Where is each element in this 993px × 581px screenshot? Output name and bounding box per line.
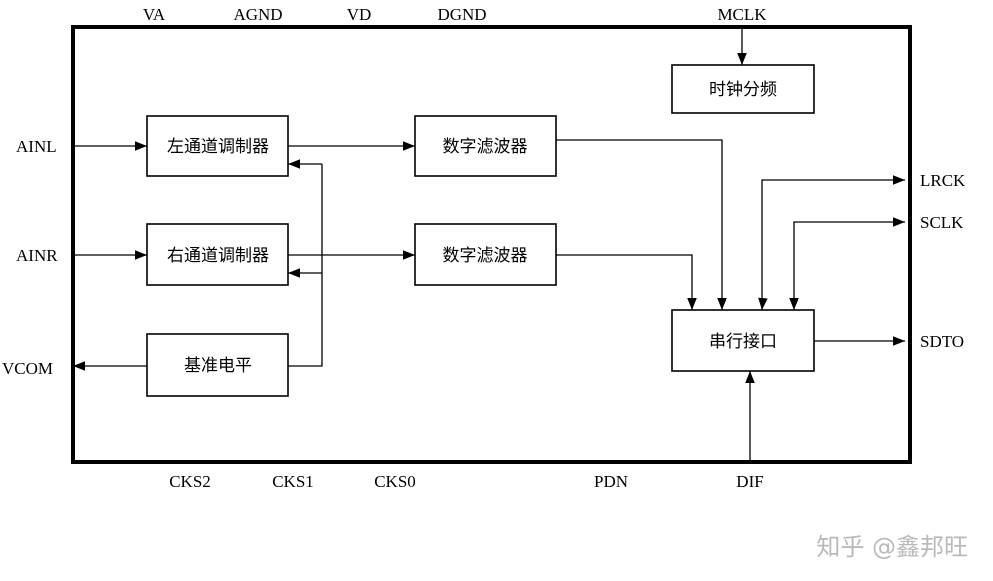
wire-filter-bottom-to-serial: [556, 254, 697, 310]
pin-vcom: VCOM: [2, 359, 53, 378]
pin-vd: VD: [347, 5, 372, 24]
wire-lrck-in: [758, 297, 768, 310]
pin-sclk: SCLK: [920, 213, 964, 232]
pin-dgnd: DGND: [437, 5, 486, 24]
pin-cks1: CKS1: [272, 472, 314, 491]
serial-interface-label: 串行接口: [709, 332, 777, 352]
pin-agnd: AGND: [233, 5, 282, 24]
left-modulator-block: 左通道调制器: [146, 115, 289, 177]
pin-lrck: LRCK: [920, 171, 966, 190]
pin-va: VA: [143, 5, 166, 24]
pin-cks0: CKS0: [374, 472, 416, 491]
chip-outline: [71, 25, 912, 464]
pin-mclk: MCLK: [717, 5, 767, 24]
pin-pdn: PDN: [594, 472, 628, 491]
vref-block: 基准电平: [146, 333, 289, 397]
vref-label: 基准电平: [184, 356, 252, 376]
pin-ainl: AINL: [16, 137, 57, 156]
serial-interface-block: 串行接口: [671, 309, 815, 372]
clock-divider-block: 时钟分频: [671, 64, 815, 114]
wire-vref-feedback: [288, 164, 323, 367]
right-modulator-label: 右通道调制器: [167, 246, 269, 266]
digital-filter-bottom-label: 数字滤波器: [443, 246, 528, 266]
left-modulator-label: 左通道调制器: [167, 137, 269, 157]
wire-filter-top-to-serial: [556, 139, 727, 310]
pin-dif: DIF: [736, 472, 763, 491]
digital-filter-top-block: 数字滤波器: [414, 115, 557, 177]
wire-lrck: [761, 175, 905, 310]
pin-sdto: SDTO: [920, 332, 964, 351]
digital-filter-bottom-block: 数字滤波器: [414, 223, 557, 286]
digital-filter-top-label: 数字滤波器: [443, 137, 528, 157]
pin-ainr: AINR: [16, 246, 58, 265]
clock-divider-label: 时钟分频: [709, 80, 777, 100]
right-modulator-block: 右通道调制器: [146, 223, 289, 286]
pin-cks2: CKS2: [169, 472, 211, 491]
watermark-text: 知乎 @鑫邦旺: [816, 533, 968, 561]
wire-sclk: [793, 217, 905, 310]
